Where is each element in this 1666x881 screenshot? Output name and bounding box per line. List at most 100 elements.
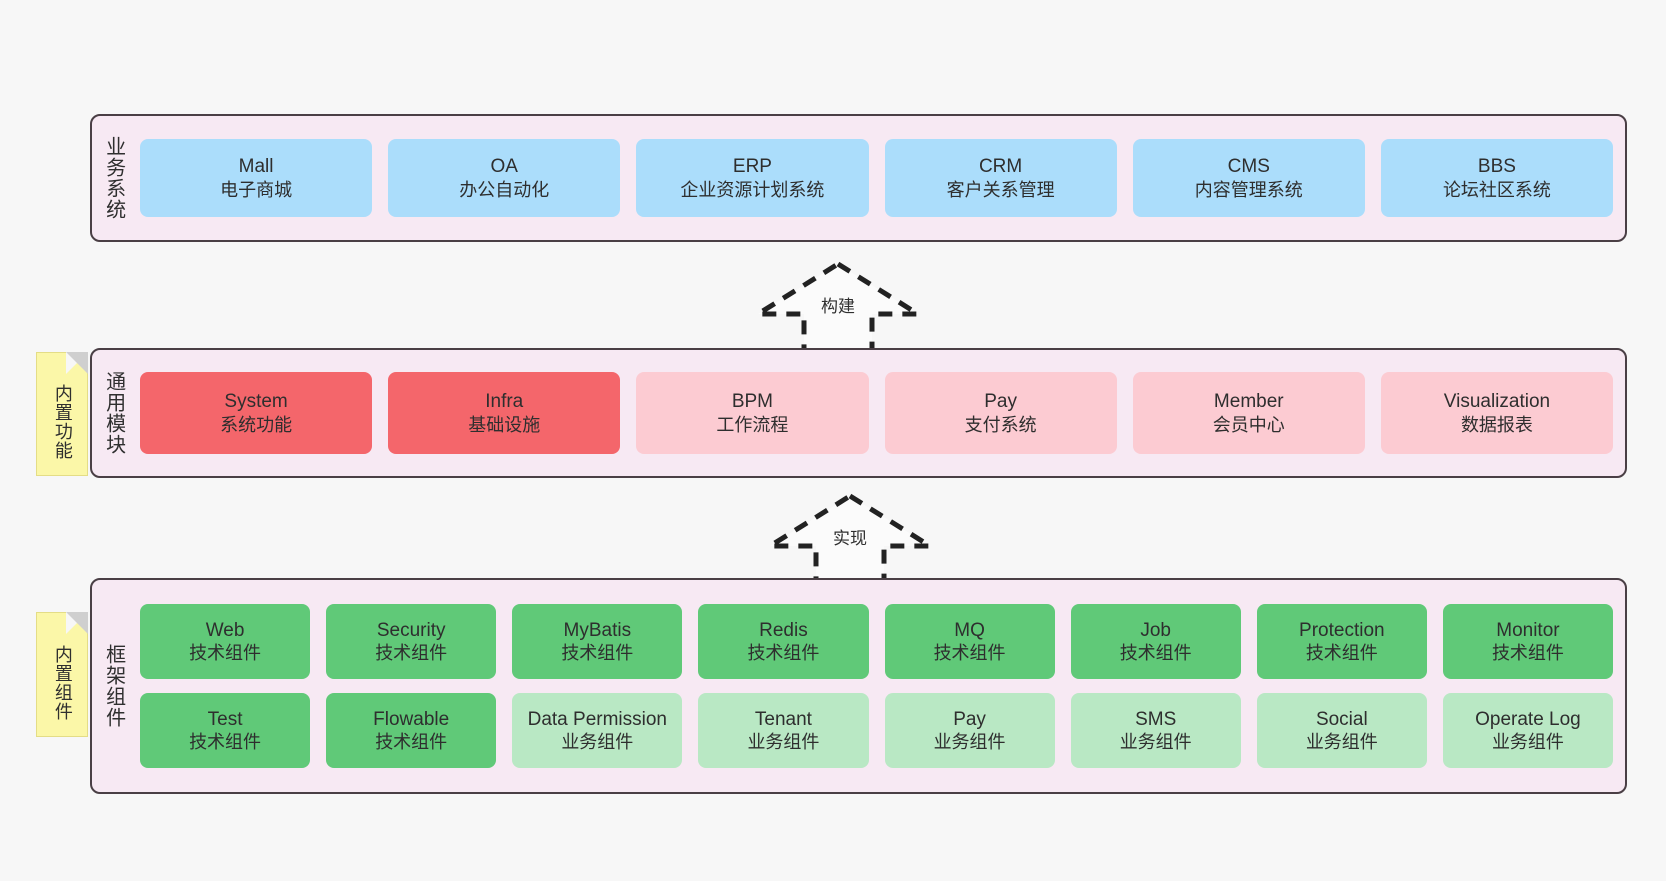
layer-body-common: System 系统功能 Infra 基础设施 BPM 工作流程 Pay 支付系统… bbox=[134, 350, 1625, 476]
module-name: Tenant bbox=[754, 708, 812, 730]
layer-row: Mall 电子商城 OA 办公自动化 ERP 企业资源计划系统 CRM 客户关系… bbox=[140, 139, 1614, 217]
layer-row: System 系统功能 Infra 基础设施 BPM 工作流程 Pay 支付系统… bbox=[140, 372, 1614, 454]
module-box-pay-business[interactable]: Pay 业务组件 bbox=[884, 693, 1055, 768]
module-name: Mall bbox=[238, 156, 274, 178]
module-box-mybatis[interactable]: MyBatis 技术组件 bbox=[512, 604, 683, 679]
module-desc: 内容管理系统 bbox=[1194, 179, 1303, 200]
layer-title-common: 通用模块 bbox=[102, 371, 125, 455]
module-desc: 业务组件 bbox=[561, 732, 634, 753]
sticky-note-text: 内置组件 bbox=[52, 644, 73, 721]
module-box-pay[interactable]: Pay 支付系统 bbox=[884, 372, 1117, 454]
dashed-hollow-arrow-up-icon bbox=[749, 261, 927, 355]
module-name: Flowable bbox=[373, 708, 450, 730]
module-name: MyBatis bbox=[563, 619, 632, 641]
layer-body-business: Mall 电子商城 OA 办公自动化 ERP 企业资源计划系统 CRM 客户关系… bbox=[134, 116, 1625, 240]
module-box-member[interactable]: Member 会员中心 bbox=[1132, 372, 1365, 454]
module-box-visualization[interactable]: Visualization 数据报表 bbox=[1380, 372, 1614, 454]
module-box-tenant[interactable]: Tenant 业务组件 bbox=[698, 693, 869, 768]
module-name: Redis bbox=[759, 619, 808, 641]
connector-label-implement: 实现 bbox=[833, 529, 867, 548]
sticky-note-text: 内置功能 bbox=[52, 384, 73, 460]
module-box-sms[interactable]: SMS 业务组件 bbox=[1070, 693, 1241, 768]
module-desc: 业务组件 bbox=[933, 732, 1006, 753]
module-desc: 支付系统 bbox=[964, 414, 1037, 435]
module-box-flowable[interactable]: Flowable 技术组件 bbox=[326, 693, 497, 768]
module-desc: 技术组件 bbox=[1119, 643, 1192, 664]
module-desc: 办公自动化 bbox=[459, 179, 550, 200]
module-name: Social bbox=[1315, 708, 1368, 730]
module-name: Visualization bbox=[1443, 391, 1551, 413]
layer-title-business: 业务系统 bbox=[102, 136, 125, 220]
layer-business-systems: 业务系统 Mall 电子商城 OA 办公自动化 ERP 企业资源计划系统 CRM… bbox=[90, 114, 1627, 242]
module-name: System bbox=[224, 391, 288, 413]
connector-implement: 实现 bbox=[760, 488, 940, 588]
module-desc: 业务组件 bbox=[1119, 732, 1192, 753]
module-box-bbs[interactable]: BBS 论坛社区系统 bbox=[1380, 139, 1614, 217]
module-desc: 业务组件 bbox=[1305, 732, 1378, 753]
module-box-infra[interactable]: Infra 基础设施 bbox=[388, 372, 621, 454]
module-box-operate-log[interactable]: Operate Log 业务组件 bbox=[1442, 693, 1613, 768]
module-desc: 技术组件 bbox=[1305, 643, 1378, 664]
module-box-protection[interactable]: Protection 技术组件 bbox=[1256, 604, 1427, 679]
module-name: BPM bbox=[731, 391, 774, 413]
module-box-web[interactable]: Web 技术组件 bbox=[140, 604, 311, 679]
layer-title-framework: 框架组件 bbox=[102, 644, 125, 728]
layer-row: Web 技术组件 Security 技术组件 MyBatis 技术组件 Redi… bbox=[140, 604, 1613, 679]
layer-body-framework: Web 技术组件 Security 技术组件 MyBatis 技术组件 Redi… bbox=[134, 580, 1625, 792]
module-name: Security bbox=[376, 619, 446, 641]
module-name: ERP bbox=[732, 156, 772, 178]
module-name: Web bbox=[205, 619, 245, 641]
module-box-redis[interactable]: Redis 技术组件 bbox=[698, 604, 869, 679]
module-desc: 技术组件 bbox=[189, 732, 262, 753]
module-name: Member bbox=[1213, 391, 1284, 413]
layer-row: Test 技术组件 Flowable 技术组件 Data Permission … bbox=[140, 693, 1613, 768]
module-desc: 技术组件 bbox=[933, 643, 1006, 664]
module-desc: 系统功能 bbox=[220, 414, 293, 435]
module-box-erp[interactable]: ERP 企业资源计划系统 bbox=[636, 139, 869, 217]
dashed-hollow-arrow-up-icon bbox=[761, 493, 939, 587]
module-desc: 技术组件 bbox=[189, 643, 262, 664]
module-box-mq[interactable]: MQ 技术组件 bbox=[884, 604, 1055, 679]
module-box-monitor[interactable]: Monitor 技术组件 bbox=[1442, 604, 1613, 679]
module-box-cms[interactable]: CMS 内容管理系统 bbox=[1132, 139, 1365, 217]
module-desc: 工作流程 bbox=[716, 414, 789, 435]
module-desc: 技术组件 bbox=[747, 643, 820, 664]
module-name: CMS bbox=[1227, 156, 1270, 178]
module-box-security[interactable]: Security 技术组件 bbox=[326, 604, 497, 679]
module-desc: 技术组件 bbox=[561, 643, 634, 664]
connector-label-build: 构建 bbox=[821, 297, 855, 316]
module-name: Pay bbox=[984, 391, 1017, 413]
module-desc: 会员中心 bbox=[1212, 414, 1285, 435]
sticky-note-builtin-features: 内置功能 bbox=[36, 352, 88, 476]
module-name: Test bbox=[207, 708, 243, 730]
module-name: Pay bbox=[953, 708, 986, 730]
module-box-bpm[interactable]: BPM 工作流程 bbox=[636, 372, 869, 454]
module-desc: 技术组件 bbox=[375, 732, 448, 753]
module-desc: 基础设施 bbox=[468, 414, 541, 435]
module-name: CRM bbox=[978, 156, 1023, 178]
module-box-mall[interactable]: Mall 电子商城 bbox=[140, 139, 373, 217]
layer-framework-components: 框架组件 Web 技术组件 Security 技术组件 MyBatis 技术组件… bbox=[90, 578, 1627, 794]
module-desc: 技术组件 bbox=[1491, 643, 1564, 664]
module-name: SMS bbox=[1135, 708, 1177, 730]
module-desc: 业务组件 bbox=[747, 732, 820, 753]
module-name: Infra bbox=[485, 391, 524, 413]
module-name: Protection bbox=[1299, 619, 1385, 641]
module-box-crm[interactable]: CRM 客户关系管理 bbox=[884, 139, 1117, 217]
connector-build: 构建 bbox=[748, 256, 928, 356]
module-box-oa[interactable]: OA 办公自动化 bbox=[388, 139, 621, 217]
module-box-test[interactable]: Test 技术组件 bbox=[140, 693, 311, 768]
module-name: Data Permission bbox=[527, 708, 667, 730]
module-box-job[interactable]: Job 技术组件 bbox=[1070, 604, 1241, 679]
module-desc: 论坛社区系统 bbox=[1442, 179, 1551, 200]
module-box-system[interactable]: System 系统功能 bbox=[140, 372, 373, 454]
module-desc: 电子商城 bbox=[220, 179, 293, 200]
module-desc: 企业资源计划系统 bbox=[680, 179, 825, 200]
module-box-data-permission[interactable]: Data Permission 业务组件 bbox=[512, 693, 683, 768]
module-desc: 数据报表 bbox=[1460, 414, 1533, 435]
sticky-note-builtin-components: 内置组件 bbox=[36, 612, 88, 737]
module-name: Job bbox=[1140, 619, 1171, 641]
module-box-social[interactable]: Social 业务组件 bbox=[1256, 693, 1427, 768]
module-name: BBS bbox=[1477, 156, 1516, 178]
